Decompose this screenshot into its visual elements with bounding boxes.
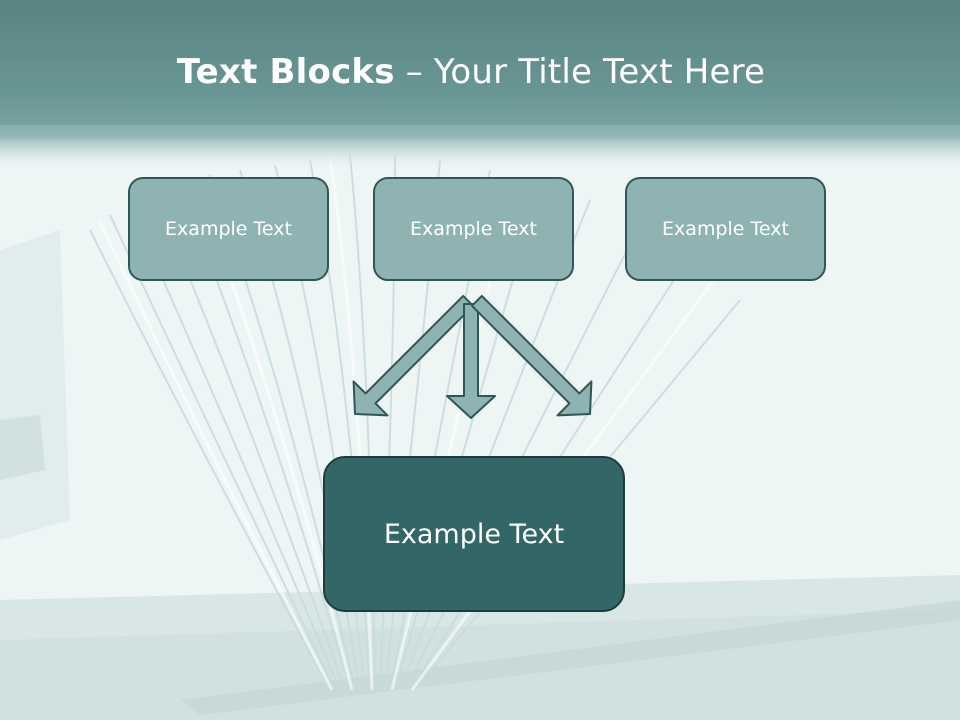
text-block-right-label: Example Text xyxy=(662,218,789,240)
text-block-middle[interactable]: Example Text xyxy=(373,177,574,281)
title-bold-text: Text Blocks xyxy=(176,52,395,92)
arrow-right-diagonal xyxy=(470,294,593,417)
text-block-center-label: Example Text xyxy=(383,518,565,550)
text-block-left-label: Example Text xyxy=(165,218,292,240)
text-block-right[interactable]: Example Text xyxy=(625,177,826,281)
title-dash: – xyxy=(394,52,434,92)
text-block-center[interactable]: Example Text xyxy=(323,456,625,612)
arrow-left-diagonal xyxy=(352,294,475,417)
page-title: Text Blocks – Your Title Text Here xyxy=(0,52,942,92)
text-block-left[interactable]: Example Text xyxy=(128,177,329,281)
text-block-middle-label: Example Text xyxy=(410,218,537,240)
arrow-center-down xyxy=(446,303,496,419)
title-rest-text: Your Title Text Here xyxy=(433,52,766,92)
